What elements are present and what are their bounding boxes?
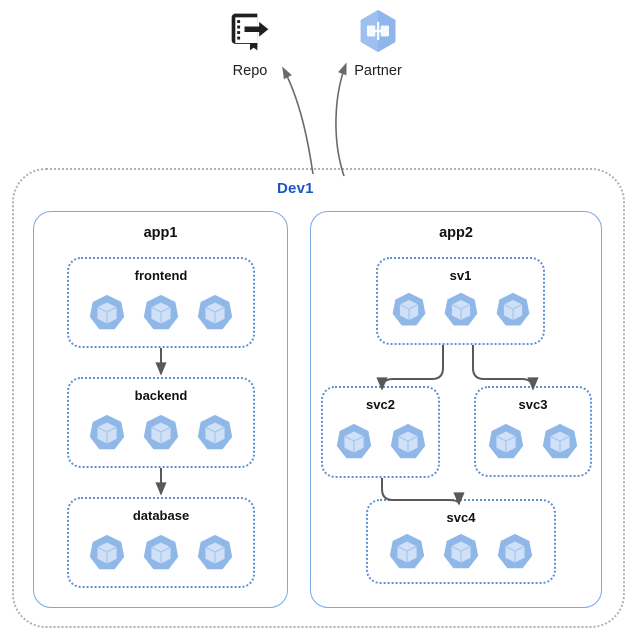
- repo-icon: [228, 10, 272, 59]
- application-title: app2: [439, 225, 473, 241]
- external-node-partner[interactable]: Partner: [323, 8, 433, 80]
- pod-icon[interactable]: [493, 290, 533, 335]
- partner-interconnect-icon: [356, 8, 400, 59]
- pod-icon[interactable]: [441, 290, 481, 335]
- pod-icon[interactable]: [539, 421, 581, 468]
- pod-icon[interactable]: [86, 412, 128, 459]
- pod-icon[interactable]: [194, 292, 236, 339]
- service-sv1[interactable]: sv1: [376, 257, 545, 345]
- service-frontend[interactable]: frontend: [67, 257, 255, 348]
- service-svc3[interactable]: svc3: [474, 386, 592, 477]
- external-node-label: Repo: [232, 63, 268, 79]
- pod-icon[interactable]: [386, 531, 428, 578]
- service-title: frontend: [134, 268, 188, 283]
- pod-row: [69, 412, 253, 459]
- service-title: svc2: [366, 397, 395, 412]
- external-node-label: Partner: [354, 63, 402, 79]
- service-svc2[interactable]: svc2: [321, 386, 440, 478]
- pod-row: [476, 421, 590, 468]
- pod-icon[interactable]: [140, 412, 182, 459]
- external-node-repo[interactable]: Repo: [195, 10, 305, 80]
- pod-icon[interactable]: [194, 532, 236, 579]
- pod-icon[interactable]: [194, 412, 236, 459]
- pod-icon[interactable]: [86, 532, 128, 579]
- pod-row: [368, 531, 554, 578]
- service-svc4[interactable]: svc4: [366, 499, 556, 584]
- pod-icon[interactable]: [485, 421, 527, 468]
- pod-row: [69, 532, 253, 579]
- service-title: svc4: [446, 510, 476, 525]
- pod-icon[interactable]: [494, 531, 536, 578]
- pod-icon[interactable]: [140, 532, 182, 579]
- pod-icon[interactable]: [440, 531, 482, 578]
- pod-icon[interactable]: [387, 421, 429, 468]
- service-backend[interactable]: backend: [67, 377, 255, 468]
- service-title: svc3: [518, 397, 548, 412]
- application-title: app1: [143, 225, 178, 241]
- service-title: backend: [134, 388, 188, 403]
- pod-icon[interactable]: [140, 292, 182, 339]
- pod-row: [323, 421, 438, 468]
- service-database[interactable]: database: [67, 497, 255, 588]
- pod-row: [69, 292, 253, 339]
- pod-icon[interactable]: [389, 290, 429, 335]
- pod-icon[interactable]: [333, 421, 375, 468]
- pod-row: [378, 290, 543, 335]
- edge-dev1-to-partner: [335, 62, 347, 177]
- environment-dev1-boundary: [12, 168, 625, 628]
- edge-dev1-to-repo: [282, 66, 314, 175]
- service-title: database: [132, 508, 190, 523]
- service-title: sv1: [449, 268, 472, 283]
- environment-title: Dev1: [277, 180, 314, 197]
- pod-icon[interactable]: [86, 292, 128, 339]
